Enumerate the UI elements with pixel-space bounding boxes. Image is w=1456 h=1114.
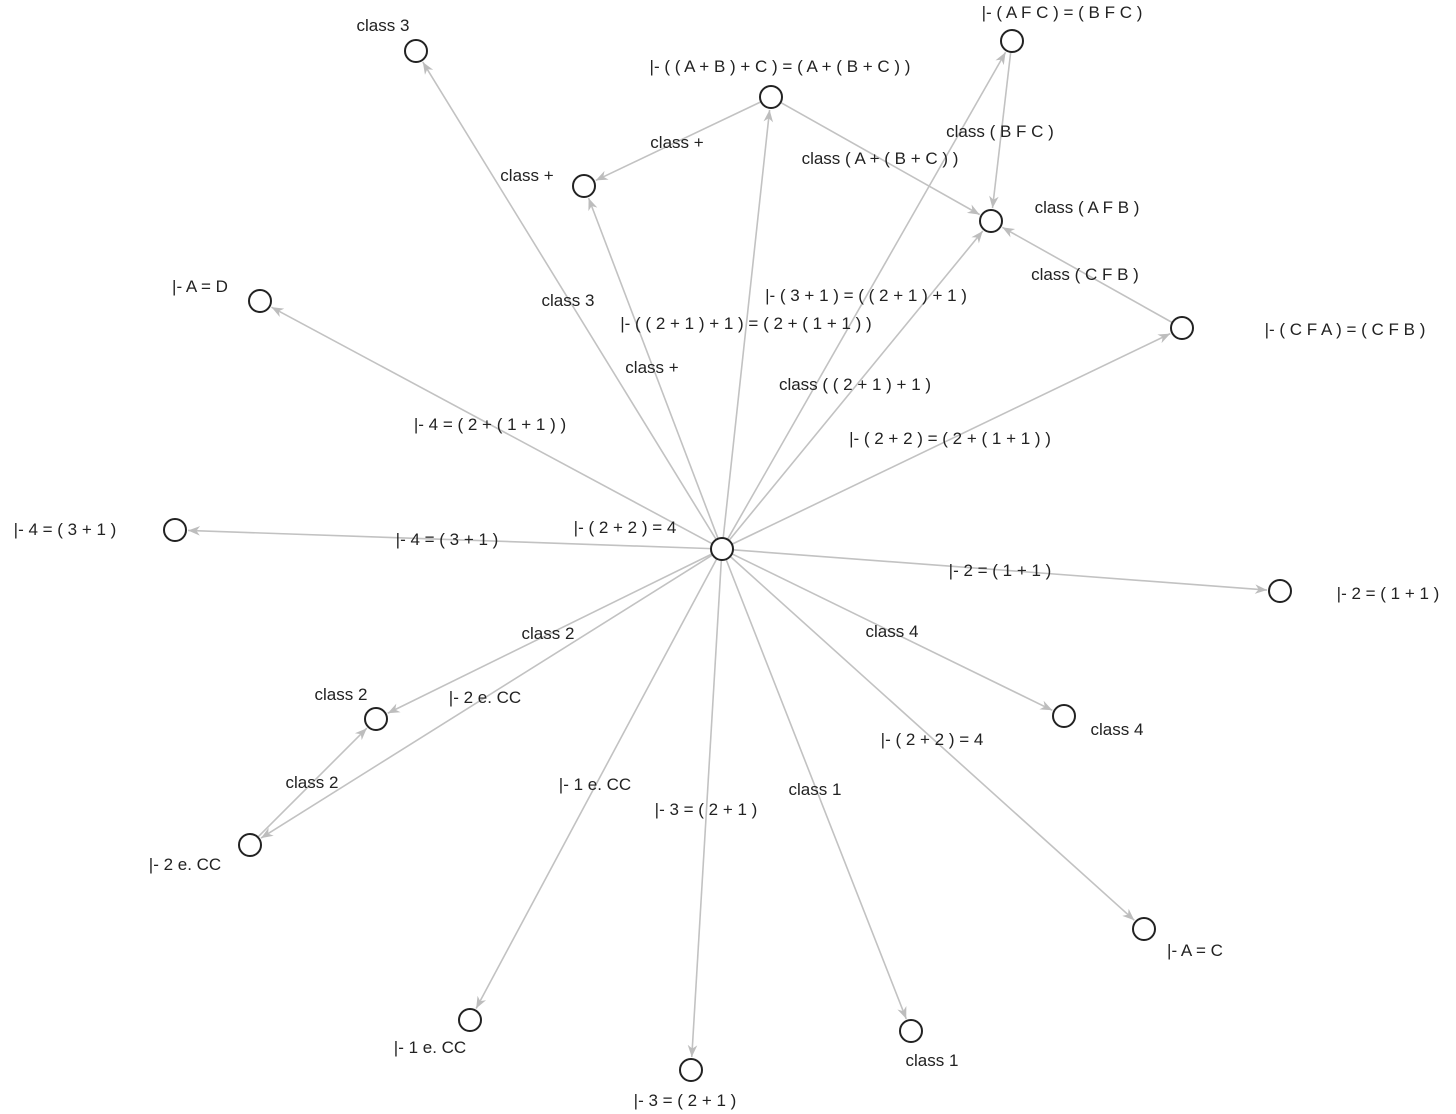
edge-label: class ( ( 2 + 1 ) + 1 ) [779, 375, 931, 394]
edge-label: class 4 [866, 622, 919, 641]
edge-label: |- 4 = ( 2 + ( 1 + 1 ) ) [414, 415, 566, 434]
edge-center-to-twocc [260, 554, 714, 839]
node-label: class 2 [315, 685, 368, 704]
edge-label: |- ( 2 + 2 ) = 4 [881, 730, 984, 749]
node-class3[interactable] [404, 39, 428, 63]
edge-center-to-afc [726, 51, 1007, 540]
edge-center-to-four [187, 526, 712, 550]
node-label: |- A = C [1167, 941, 1223, 960]
node-three[interactable] [679, 1058, 703, 1082]
edge-label: class 1 [789, 780, 842, 799]
node-label: |- ( A F C ) = ( B F C ) [982, 3, 1143, 22]
edge-label: class 2 [286, 773, 339, 792]
node-label: |- ( ( A + B ) + C ) = ( A + ( B + C ) ) [650, 57, 911, 76]
edge-label: |- 4 = ( 3 + 1 ) [396, 530, 499, 549]
node-assoc[interactable] [759, 85, 783, 109]
node-onecc[interactable] [458, 1008, 482, 1032]
edge-center-to-class4 [731, 553, 1053, 712]
node-label: |- 3 = ( 2 + 1 ) [634, 1091, 737, 1110]
node-label: |- 2 = ( 1 + 1 ) [1337, 584, 1440, 603]
edge-label: class + [650, 133, 703, 152]
edge-assoc-to-afb [780, 101, 981, 216]
node-class2[interactable] [364, 707, 388, 731]
edge-label: |- 3 = ( 2 + 1 ) [655, 800, 758, 819]
node-label: |- ( C F A ) = ( C F B ) [1265, 320, 1426, 339]
edge-center-to-class1 [725, 558, 907, 1020]
edge-assoc-to-classplus [595, 101, 762, 182]
node-class4[interactable] [1052, 704, 1076, 728]
node-cfa[interactable] [1170, 316, 1194, 340]
edge-center-to-classplus [587, 197, 719, 540]
edge-center-to-class2 [387, 553, 713, 714]
node-label: class ( A F B ) [1035, 198, 1140, 217]
edge-center-to-ad [271, 306, 713, 545]
edge-label: class ( C F B ) [1031, 265, 1139, 284]
edge-center-to-afb [728, 230, 984, 542]
node-twocc[interactable] [238, 833, 262, 857]
edge-twocc-to-class2 [257, 727, 368, 838]
edge-label: class 3 [542, 291, 595, 310]
edge-cfa-to-afb [1001, 226, 1173, 324]
edge-label: |- 1 e. CC [559, 775, 631, 794]
edge-label: |- 2 = ( 1 + 1 ) [949, 561, 1052, 580]
edge-label: |- 2 e. CC [449, 688, 521, 707]
node-label: class 3 [357, 16, 410, 35]
node-ad[interactable] [248, 289, 272, 313]
node-classplus[interactable] [572, 174, 596, 198]
edge-center-to-onecc [475, 558, 718, 1009]
edge-center-to-ac [729, 555, 1135, 921]
node-label: class + [500, 166, 553, 185]
edge-center-to-assoc [722, 109, 774, 539]
node-label: |- 1 e. CC [394, 1038, 466, 1057]
edge-afc-to-afb [989, 51, 1012, 209]
node-label: |- 2 e. CC [149, 855, 221, 874]
node-ac[interactable] [1132, 917, 1156, 941]
edge-label: class 2 [522, 624, 575, 643]
edge-label: |- ( ( 2 + 1 ) + 1 ) = ( 2 + ( 1 + 1 ) ) [620, 314, 871, 333]
node-label: |- 4 = ( 3 + 1 ) [14, 520, 117, 539]
edge-label: |- ( 2 + 2 ) = ( 2 + ( 1 + 1 ) ) [849, 429, 1051, 448]
edge-center-to-cfa [731, 332, 1171, 545]
edge-label: class ( B F C ) [946, 122, 1054, 141]
node-label: class 4 [1091, 720, 1144, 739]
node-two[interactable] [1268, 579, 1292, 603]
node-label: class 1 [906, 1051, 959, 1070]
edge-center-to-class3 [422, 61, 717, 541]
edge-center-to-two [732, 549, 1268, 594]
edge-label: class ( A + ( B + C ) ) [802, 149, 959, 168]
node-afc[interactable] [1000, 29, 1024, 53]
edge-label: |- ( 3 + 1 ) = ( ( 2 + 1 ) + 1 ) [765, 286, 967, 305]
edge-center-to-three [687, 559, 723, 1058]
node-four[interactable] [163, 518, 187, 542]
edge-label: class + [625, 358, 678, 377]
node-label: |- ( 2 + 2 ) = 4 [574, 518, 677, 537]
node-label: |- A = D [172, 277, 228, 296]
node-afb[interactable] [979, 209, 1003, 233]
node-center[interactable] [710, 537, 734, 561]
node-class1[interactable] [899, 1019, 923, 1043]
